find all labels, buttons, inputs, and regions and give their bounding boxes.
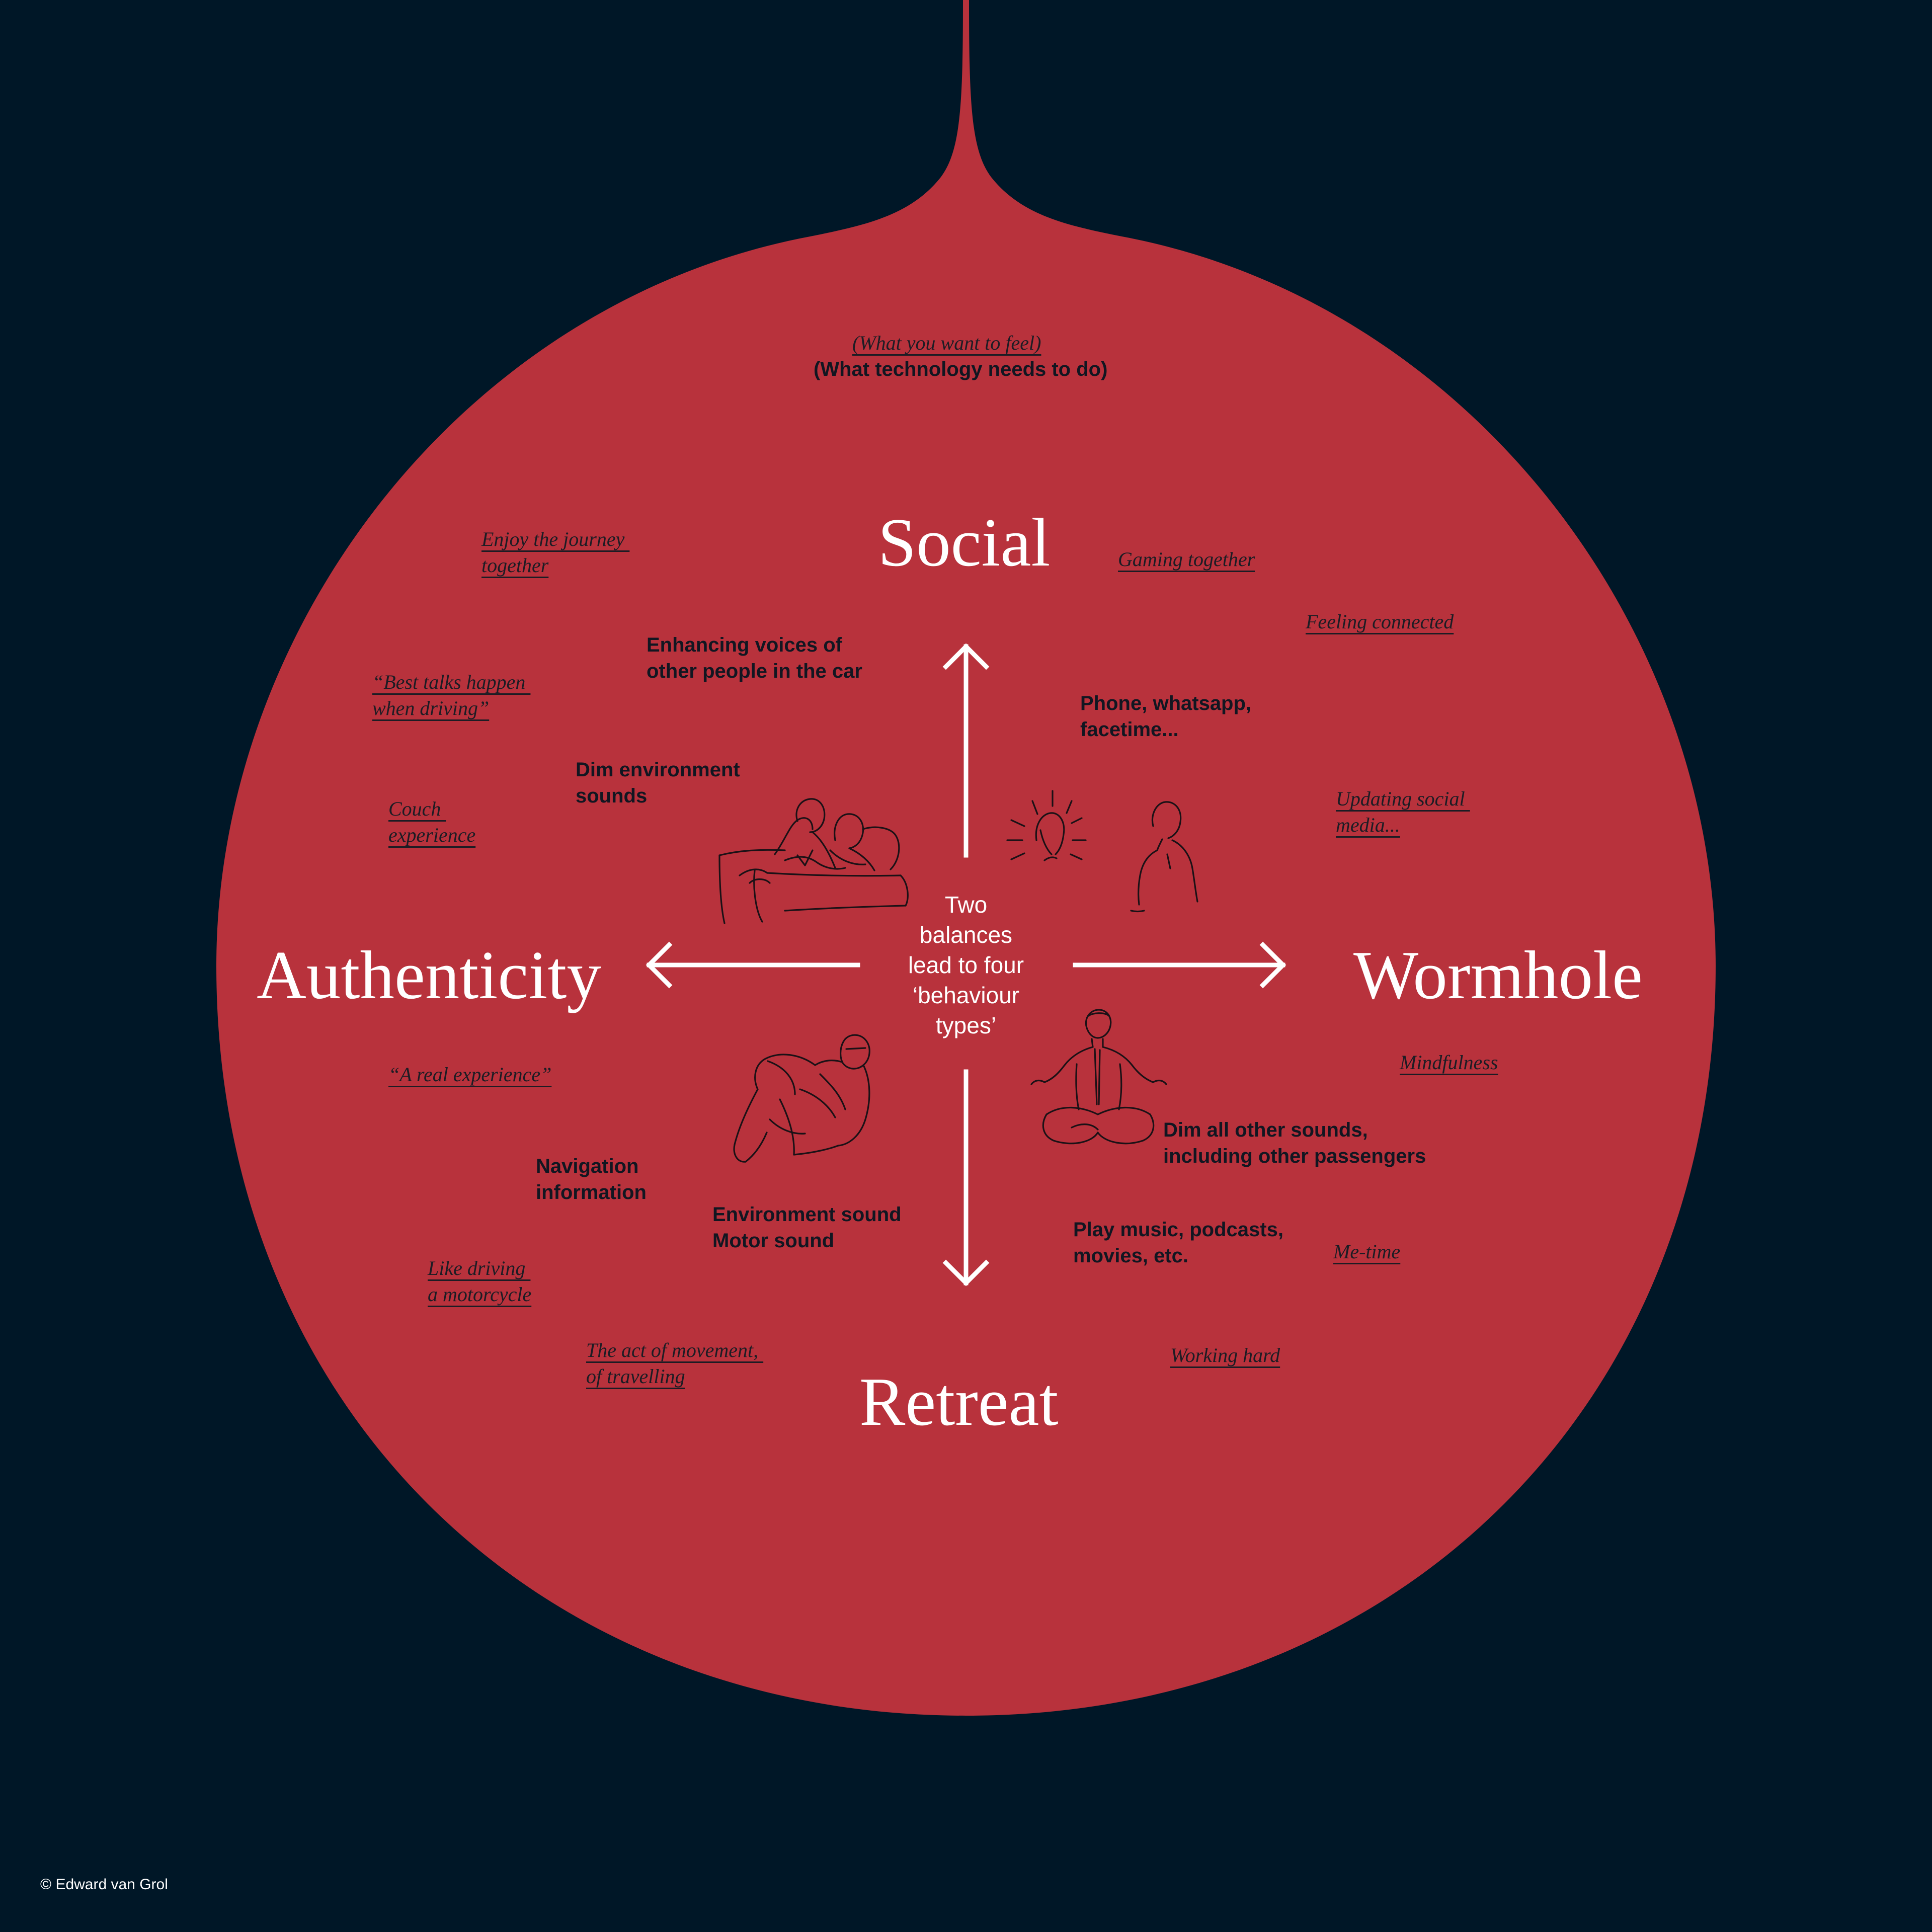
axis-label-wormhole: Wormhole xyxy=(1353,937,1643,1013)
axis-label-retreat: Retreat xyxy=(859,1363,1059,1440)
feel-me-time: Me-time xyxy=(1333,1240,1401,1263)
feel-couch: Couch experience xyxy=(388,797,476,846)
video-call-people-icon xyxy=(1006,790,1198,913)
need-enhancing-voices: Enhancing voices of other people in the … xyxy=(647,634,862,682)
center-text: Two balances lead to four ‘behaviour typ… xyxy=(908,892,1024,1038)
need-environment-sound: Environment sound Motor sound xyxy=(712,1203,902,1252)
drop-path xyxy=(216,0,1716,1716)
axis-label-authenticity: Authenticity xyxy=(257,937,601,1013)
feel-act-of-movement: The act of movement, of travelling xyxy=(586,1339,759,1388)
couple-on-sofa-icon xyxy=(718,798,909,924)
feel-updating-social: Updating social media... xyxy=(1336,787,1465,836)
axis-label-social: Social xyxy=(878,504,1051,581)
feel-best-talks: “Best talks happen when driving” xyxy=(372,671,526,719)
feel-real-experience: “A real experience” xyxy=(388,1063,552,1086)
need-play-music: Play music, podcasts, movies, etc. xyxy=(1073,1219,1283,1267)
feel-working-hard: Working hard xyxy=(1170,1344,1280,1366)
legend-tech: (What technology needs to do) xyxy=(814,358,1108,380)
feel-gaming: Gaming together xyxy=(1118,548,1255,571)
arrow-left-head xyxy=(646,941,673,989)
motorcyclist-icon xyxy=(733,1034,870,1163)
need-navigation: Navigation information xyxy=(536,1155,647,1203)
arrow-down-head xyxy=(942,1259,990,1286)
arrow-right-head xyxy=(1259,941,1286,989)
meditating-person-icon xyxy=(1030,1009,1167,1145)
feel-like-motorcycle: Like driving a motorcycle xyxy=(428,1257,532,1306)
copyright-text: © Edward van Grol xyxy=(40,1876,168,1893)
feel-connected: Feeling connected xyxy=(1306,610,1454,633)
need-dim-environment: Dim environment sounds xyxy=(576,759,740,807)
need-dim-all: Dim all other sounds, including other pa… xyxy=(1163,1119,1426,1167)
feel-mindfulness: Mindfulness xyxy=(1400,1051,1498,1074)
feel-enjoy-journey: Enjoy the journey together xyxy=(481,528,625,577)
arrow-up-head xyxy=(942,643,990,670)
need-phone: Phone, whatsapp, facetime... xyxy=(1080,692,1252,741)
legend-feel: (What you want to feel) xyxy=(852,332,1041,354)
